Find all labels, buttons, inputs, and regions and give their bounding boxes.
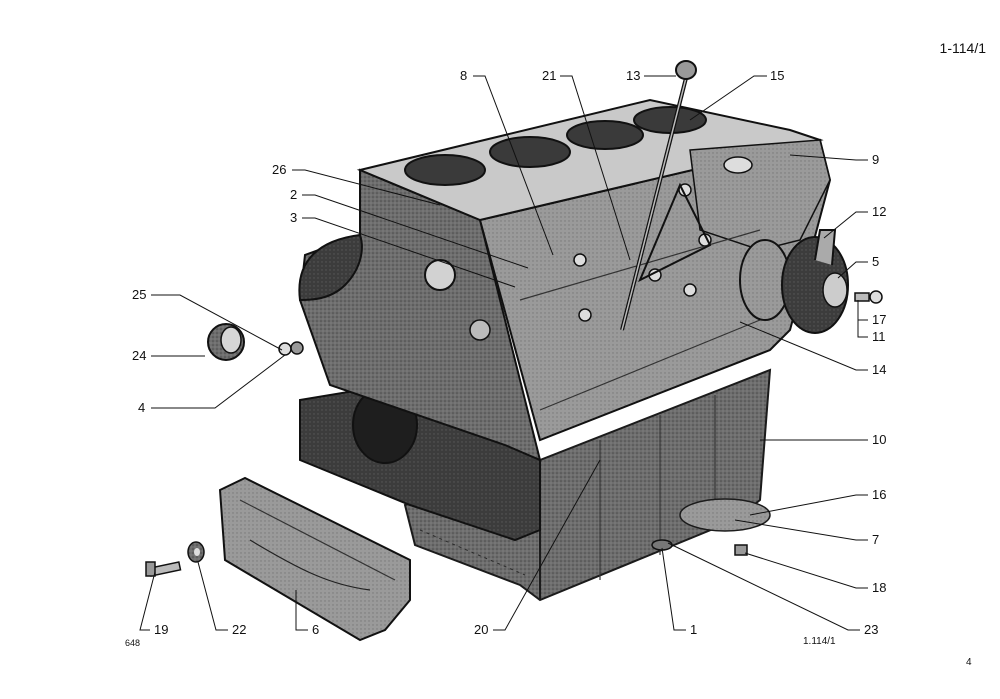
callout-13: 13 xyxy=(626,68,640,83)
callout-22: 22 xyxy=(232,622,246,637)
plate-number: 648 xyxy=(125,638,141,648)
callout-25: 25 xyxy=(132,287,146,302)
callout-20: 20 xyxy=(474,622,488,637)
callout-17: 17 xyxy=(872,312,886,327)
callout-15: 15 xyxy=(770,68,784,83)
callout-19: 19 xyxy=(154,622,168,637)
callout-10: 10 xyxy=(872,432,886,447)
plug-pair xyxy=(278,341,304,356)
seal-ring xyxy=(207,323,245,361)
callout-5: 5 xyxy=(872,254,879,269)
callout-24: 24 xyxy=(132,348,146,363)
callout-16: 16 xyxy=(872,487,886,502)
callout-26: 26 xyxy=(272,162,286,177)
oil-pump xyxy=(739,229,883,334)
document-code: 1-114/1 xyxy=(939,40,986,56)
callout-9: 9 xyxy=(872,152,879,167)
callout-2: 2 xyxy=(290,187,297,202)
callout-23: 23 xyxy=(864,622,878,637)
callout-7: 7 xyxy=(872,532,879,547)
dipstick xyxy=(620,60,697,331)
leader-lines xyxy=(139,75,868,631)
callout-12: 12 xyxy=(872,204,886,219)
page-number: 4 xyxy=(966,657,972,668)
callout-labels: 8 21 13 15 26 2 3 9 12 5 17 11 25 24 4 1… xyxy=(132,68,886,637)
bolt xyxy=(145,561,182,577)
callout-21: 21 xyxy=(542,68,556,83)
drain-plug xyxy=(734,544,748,556)
callout-3: 3 xyxy=(290,210,297,225)
engine-block xyxy=(298,98,832,462)
callout-8: 8 xyxy=(460,68,467,83)
washer xyxy=(187,541,205,563)
callout-4: 4 xyxy=(138,400,145,415)
callout-18: 18 xyxy=(872,580,886,595)
callout-1: 1 xyxy=(690,622,697,637)
cover-plate xyxy=(218,476,411,642)
callout-14: 14 xyxy=(872,362,886,377)
callout-6: 6 xyxy=(312,622,319,637)
callout-11: 11 xyxy=(872,329,886,344)
plate-code: 1.114/1 xyxy=(803,636,836,647)
